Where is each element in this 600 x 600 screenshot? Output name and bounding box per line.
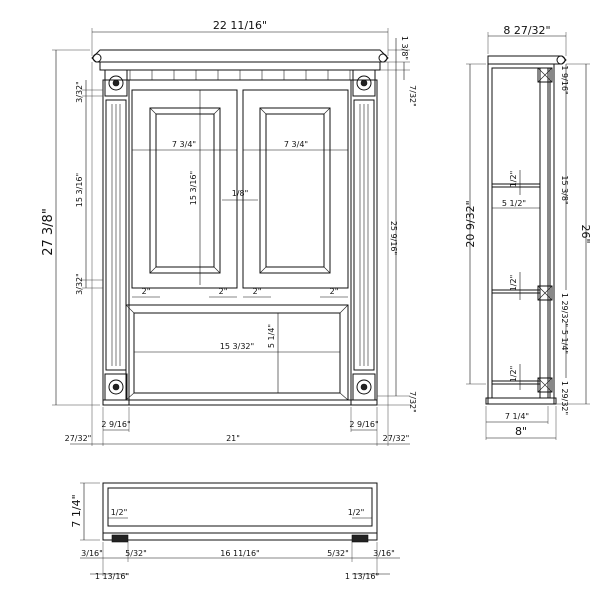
label-side-shelf-depth: 5 1/2" <box>502 199 526 208</box>
label-pilaster-right: 2 9/16" <box>349 420 378 429</box>
label-side-height: 20 9/32" <box>464 200 477 247</box>
crown-left-curl <box>92 53 102 63</box>
side-crown <box>487 55 567 65</box>
top-view-base <box>102 532 378 541</box>
top-view-body <box>102 482 378 534</box>
label-top-right-return: 1 13/16" <box>345 572 379 581</box>
label-top-left-thick: 1/2" <box>111 508 128 517</box>
crown-molding <box>91 49 389 63</box>
label-stile-3: 2" <box>253 287 262 296</box>
label-left-panel-width: 7 3/4" <box>172 140 196 149</box>
front-view: 22 11/16" 27 3/8" 3/32" 15 3/16" 3/32" 1… <box>41 19 417 446</box>
label-side-mid-gap: 1 29/32" <box>560 293 569 327</box>
right-bottom-rosette-icon <box>356 379 372 395</box>
label-shelf-width: 15 3/32" <box>220 342 254 351</box>
label-stile-1: 2" <box>142 287 151 296</box>
label-pilaster-left: 2 9/16" <box>101 420 130 429</box>
label-door-gap: 1/8" <box>232 189 249 198</box>
left-flute-panel <box>105 99 127 371</box>
top-view: 7 1/4" 1/2" 1/2" 3/16" 5/32" 16 11/16" 5… <box>70 482 400 581</box>
side-shelf-1 <box>491 183 541 188</box>
label-top-rail: 7/32" <box>408 85 417 107</box>
base-rail <box>102 399 378 406</box>
right-flute-panel <box>353 99 375 371</box>
dentils <box>129 70 351 80</box>
label-overall-width: 22 11/16" <box>213 19 267 32</box>
right-rosette-block-top <box>352 69 376 97</box>
label-top-left-return: 1 13/16" <box>95 572 129 581</box>
label-top-left-inset: 5/32" <box>125 549 147 558</box>
label-bottom-rail: 7/32" <box>408 391 417 413</box>
label-door-bottom-margin: 3/32" <box>75 273 84 295</box>
label-side-bottom-gap: 1 29/32" <box>560 381 569 415</box>
label-right-panel-width: 7 3/4" <box>284 140 308 149</box>
label-top-right-inset: 5/32" <box>327 549 349 558</box>
top-left-foot <box>111 534 129 543</box>
label-overhang-right: 27/32" <box>383 434 410 443</box>
label-shelf-thick-3: 1/2" <box>509 366 518 383</box>
label-side-inner-depth: 7 1/4" <box>505 412 529 421</box>
label-right-height: 25 9/16" <box>389 221 398 255</box>
label-side-depth: 8 27/32" <box>503 24 550 37</box>
label-stile-2: 2" <box>219 287 228 296</box>
label-top-right-thick: 1/2" <box>348 508 365 517</box>
label-overall-height: 27 3/8" <box>41 208 56 256</box>
label-door-height: 15 3/16" <box>75 173 84 207</box>
label-shelf-thick-1: 1/2" <box>509 171 518 188</box>
side-body <box>487 63 555 405</box>
left-rosette-block-top <box>104 69 128 97</box>
label-top-right-edge: 3/16" <box>373 549 395 558</box>
side-base <box>485 397 557 405</box>
label-side-lower-height: 5 1/4" <box>560 330 569 354</box>
side-shelf-2 <box>491 289 541 294</box>
side-view: 8 27/32" 20 9/32" 26" 1 9/16" 15 3/8" 1 … <box>464 24 592 440</box>
label-shelf-thick-2: 1/2" <box>509 275 518 292</box>
label-side-top-block: 1 9/16" <box>560 65 569 94</box>
side-shelf-3 <box>491 380 541 385</box>
cornice <box>99 61 381 71</box>
label-stile-4: 2" <box>330 287 339 296</box>
label-top-left-edge: 3/16" <box>81 549 103 558</box>
label-side-outer-depth: 8" <box>515 425 527 438</box>
label-crown-height: 1 3/8" <box>400 36 409 60</box>
left-door <box>131 89 238 289</box>
left-door-panel <box>149 107 221 274</box>
label-side-total-height: 26" <box>579 224 592 243</box>
right-door-panel <box>259 107 331 274</box>
right-top-rosette-icon <box>356 75 372 91</box>
label-shelf-height: 5 1/4" <box>267 324 276 348</box>
label-top-inner-width: 16 11/16" <box>220 549 259 558</box>
label-door-top-margin: 3/32" <box>75 81 84 103</box>
label-base-width: 21" <box>226 434 240 443</box>
cabinet-body <box>102 79 378 406</box>
top-right-foot <box>351 534 369 543</box>
label-panel-height: 15 3/16" <box>189 171 198 205</box>
left-bottom-rosette-icon <box>108 379 124 395</box>
right-door <box>242 89 349 289</box>
label-overhang-left: 27/32" <box>65 434 92 443</box>
left-top-rosette-icon <box>108 75 124 91</box>
label-side-upper-height: 15 3/8" <box>560 175 569 204</box>
label-top-depth: 7 1/4" <box>70 494 83 527</box>
